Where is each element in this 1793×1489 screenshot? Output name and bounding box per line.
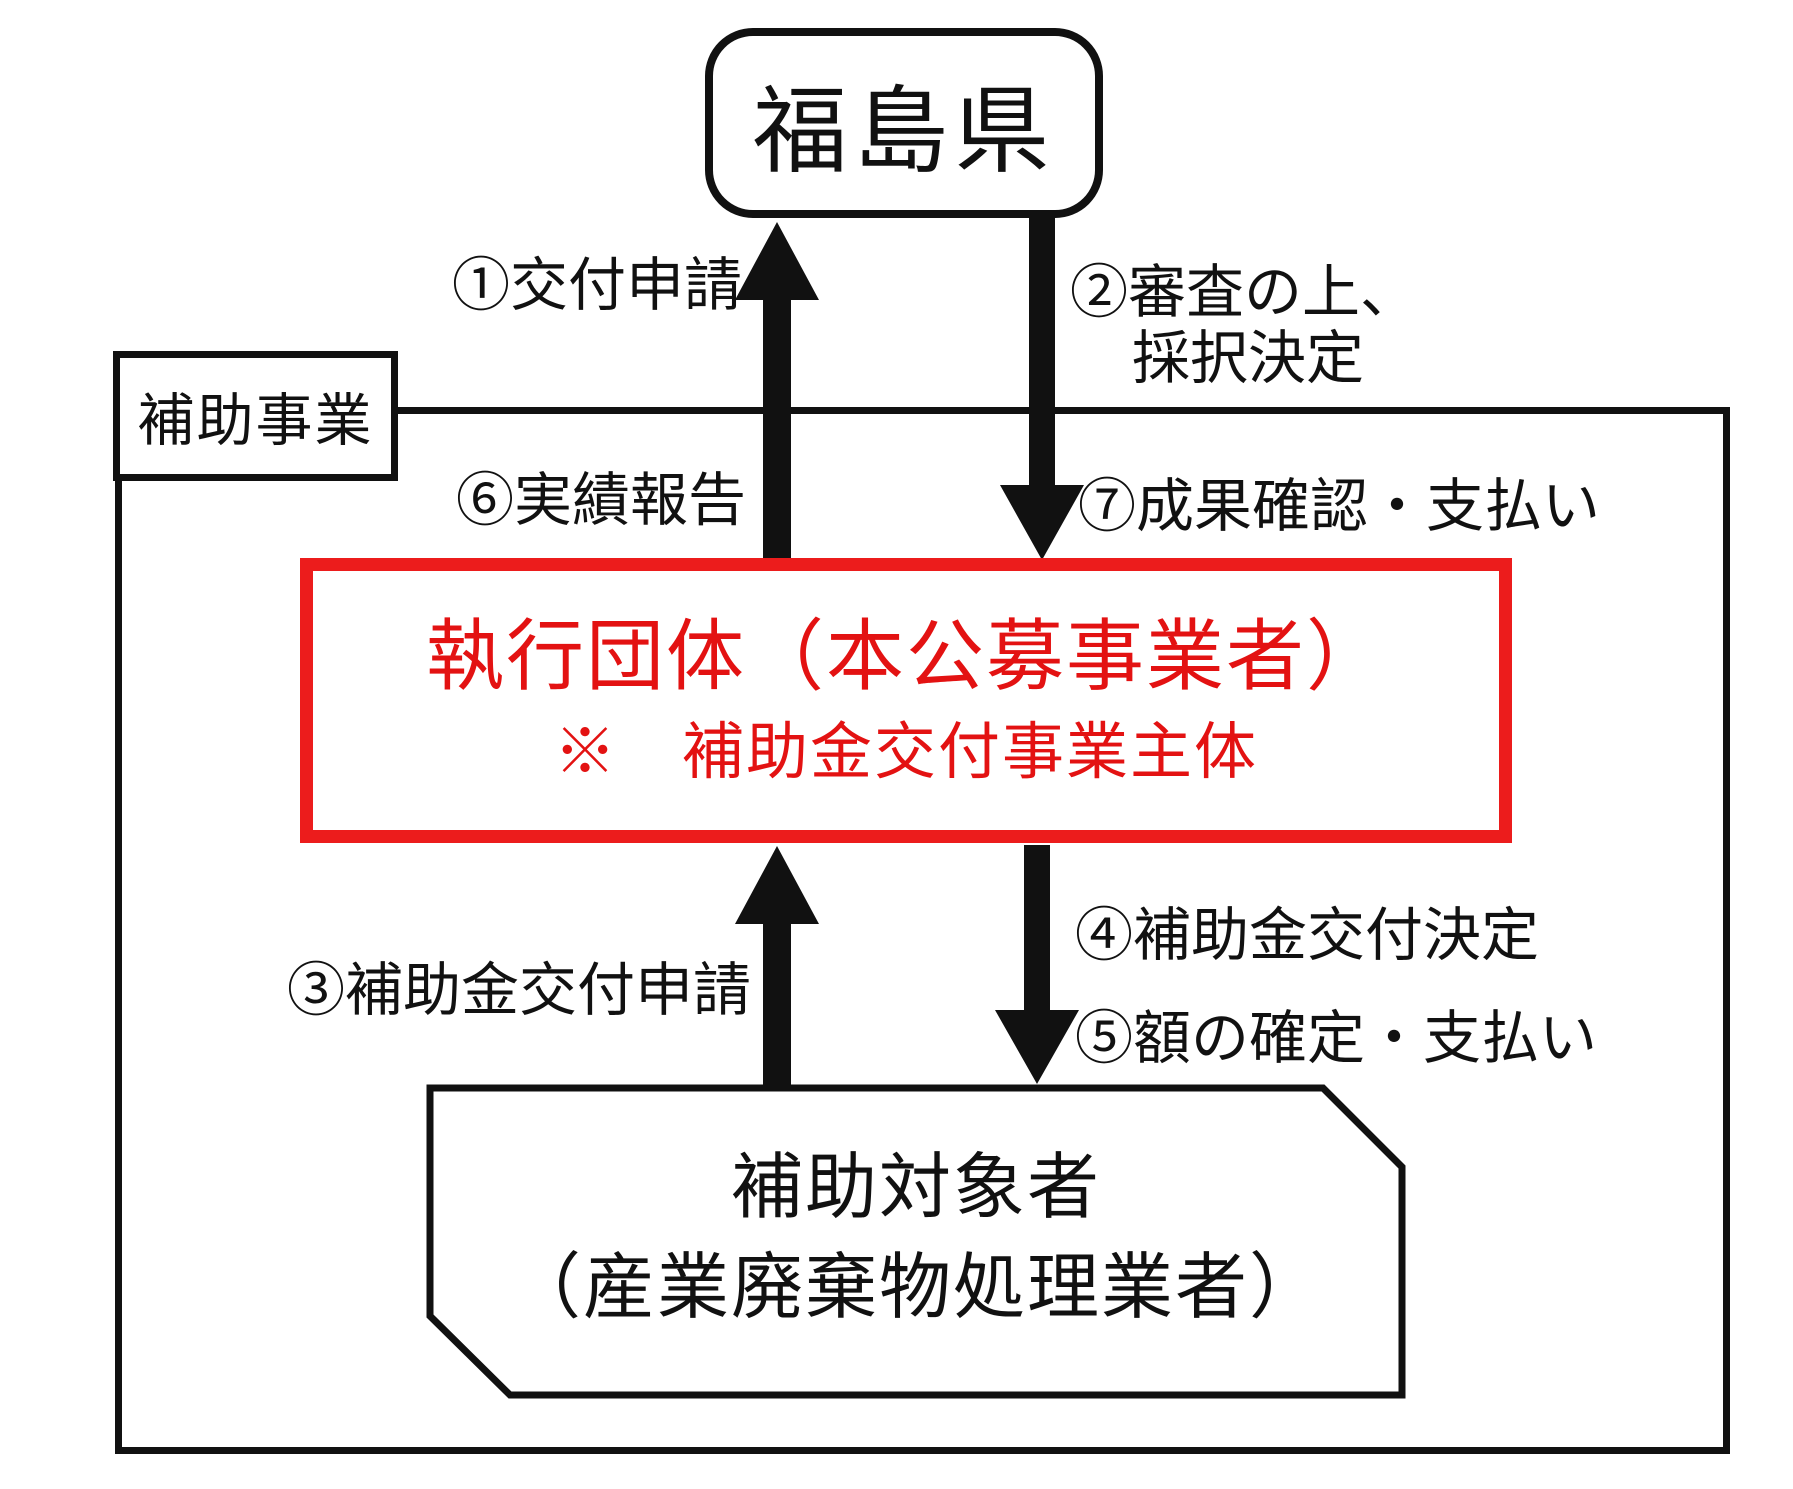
program-label: 補助事業 — [137, 390, 374, 453]
flow-label-step2-line1: ②審査の上、 — [1070, 260, 1419, 325]
executor-title: 執行団体（本公募事業者） — [425, 612, 1386, 700]
target-node-text: 補助対象者 （産業廃棄物処理業者） — [430, 1138, 1402, 1338]
prefecture-node: 福島県 — [705, 28, 1103, 218]
program-label-box: 補助事業 — [113, 351, 398, 481]
executor-node: 執行団体（本公募事業者） ※ 補助金交付事業主体 — [300, 558, 1512, 843]
flow-label-step2-line2: 採択決定 — [1132, 326, 1365, 392]
flow-label-step1: ①交付申請 — [452, 253, 742, 319]
flow-label-step6: ⑥実績報告 — [456, 468, 746, 534]
flow-label-step5-text: ⑤額の確定・支払い — [1075, 1006, 1598, 1071]
flow-label-step4: ④補助金交付決定 — [1075, 903, 1539, 969]
program-outer-frame — [115, 407, 1730, 1454]
flow-label-step4-text: ④補助金交付決定 — [1075, 903, 1540, 968]
target-title: 補助対象者 — [730, 1148, 1101, 1228]
prefecture-label: 福島県 — [752, 78, 1056, 185]
flow-label-step7-text: ⑦成果確認・支払い — [1078, 474, 1601, 539]
flow-label-step3: ③補助金交付申請 — [287, 958, 751, 1024]
flow-label-step1-text: ①交付申請 — [452, 253, 743, 318]
executor-note: ※ 補助金交付事業主体 — [553, 718, 1258, 787]
target-subtitle: （産業廃棄物処理業者） — [508, 1248, 1323, 1328]
flow-label-step5: ⑤額の確定・支払い — [1075, 1006, 1597, 1072]
flow-label-step2: ②審査の上、 採択決定 — [1070, 260, 1418, 392]
flow-label-step7: ⑦成果確認・支払い — [1078, 474, 1600, 540]
flow-label-step3-text: ③補助金交付申請 — [287, 958, 752, 1023]
flow-label-step6-text: ⑥実績報告 — [456, 468, 747, 533]
